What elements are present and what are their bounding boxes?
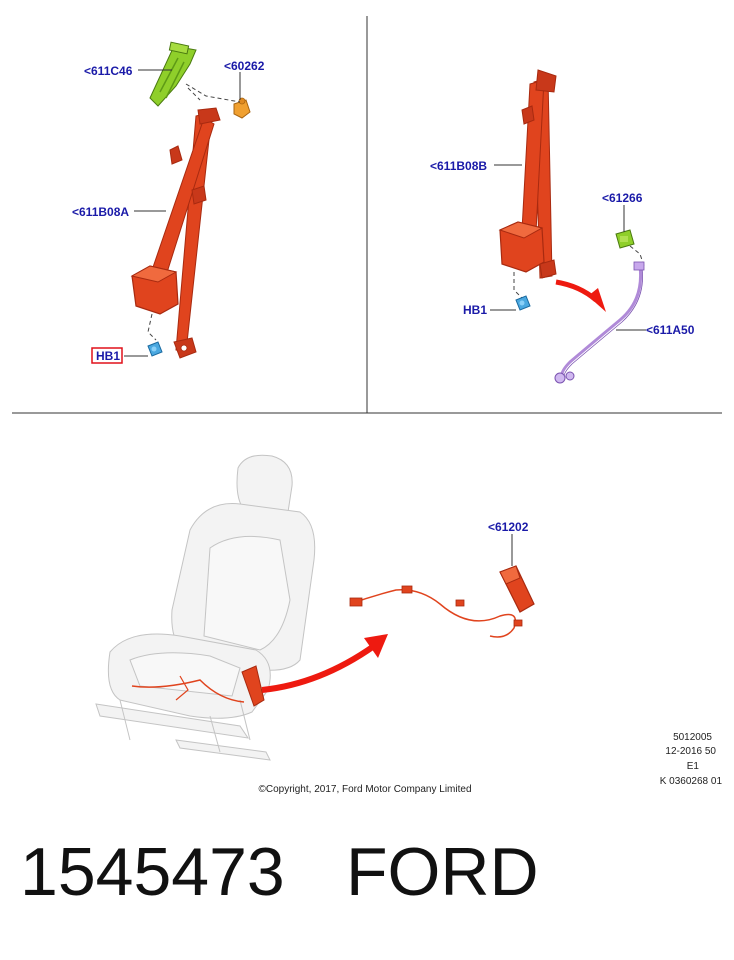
panel-bottom-seat: <61202 [95,454,535,761]
connector-61266[interactable] [615,229,635,249]
brand-name: FORD [346,834,539,910]
callout-hb1-highlight [91,347,123,364]
diagram-meta: 5012005 12-2016 50 E1 K 0360268 01 [660,732,723,787]
meta-line-2: 12-2016 50 [665,746,716,757]
callout-611b08a[interactable]: <611B08A [72,205,129,219]
callout-61202[interactable]: <61202 [488,520,529,534]
seatbelt-611b08a[interactable] [130,107,221,359]
red-arrow-panel3 [261,634,388,693]
callout-hb1-right[interactable]: HB1 [463,303,487,317]
part-number: 1545473 [20,834,285,910]
panel-right-seatbelt: <611B08B <61266 HB1 <611A50 [430,69,695,384]
bracket-611c46[interactable] [149,41,197,107]
clip-60262[interactable] [233,97,251,119]
callout-61266[interactable]: <61266 [602,191,643,205]
callout-611a50[interactable]: <611A50 [646,323,695,337]
buckle-61202[interactable] [349,565,535,638]
harness-611a50[interactable] [554,261,645,384]
bolt-hb1-left[interactable] [147,341,163,357]
callout-611c46[interactable]: <611C46 [84,64,133,78]
seat-illustration [95,454,316,761]
seatbelt-611b08b[interactable] [498,69,557,279]
panel-left-seatbelt: <611C46 <60262 <611B08A HB1 [72,41,265,364]
copyright-text: ©Copyright, 2017, Ford Motor Company Lim… [258,784,471,795]
meta-line-1: 5012005 [673,732,712,743]
meta-line-4: K 0360268 01 [660,776,723,787]
callout-hb1-left[interactable]: HB1 [96,349,120,363]
bolt-hb1-right[interactable] [515,295,531,311]
red-arrow-panel2 [555,279,606,312]
buckle-on-seat [241,665,265,707]
callout-60262[interactable]: <60262 [224,59,265,73]
callout-611b08b[interactable]: <611B08B [430,159,487,173]
meta-line-3: E1 [687,761,700,772]
